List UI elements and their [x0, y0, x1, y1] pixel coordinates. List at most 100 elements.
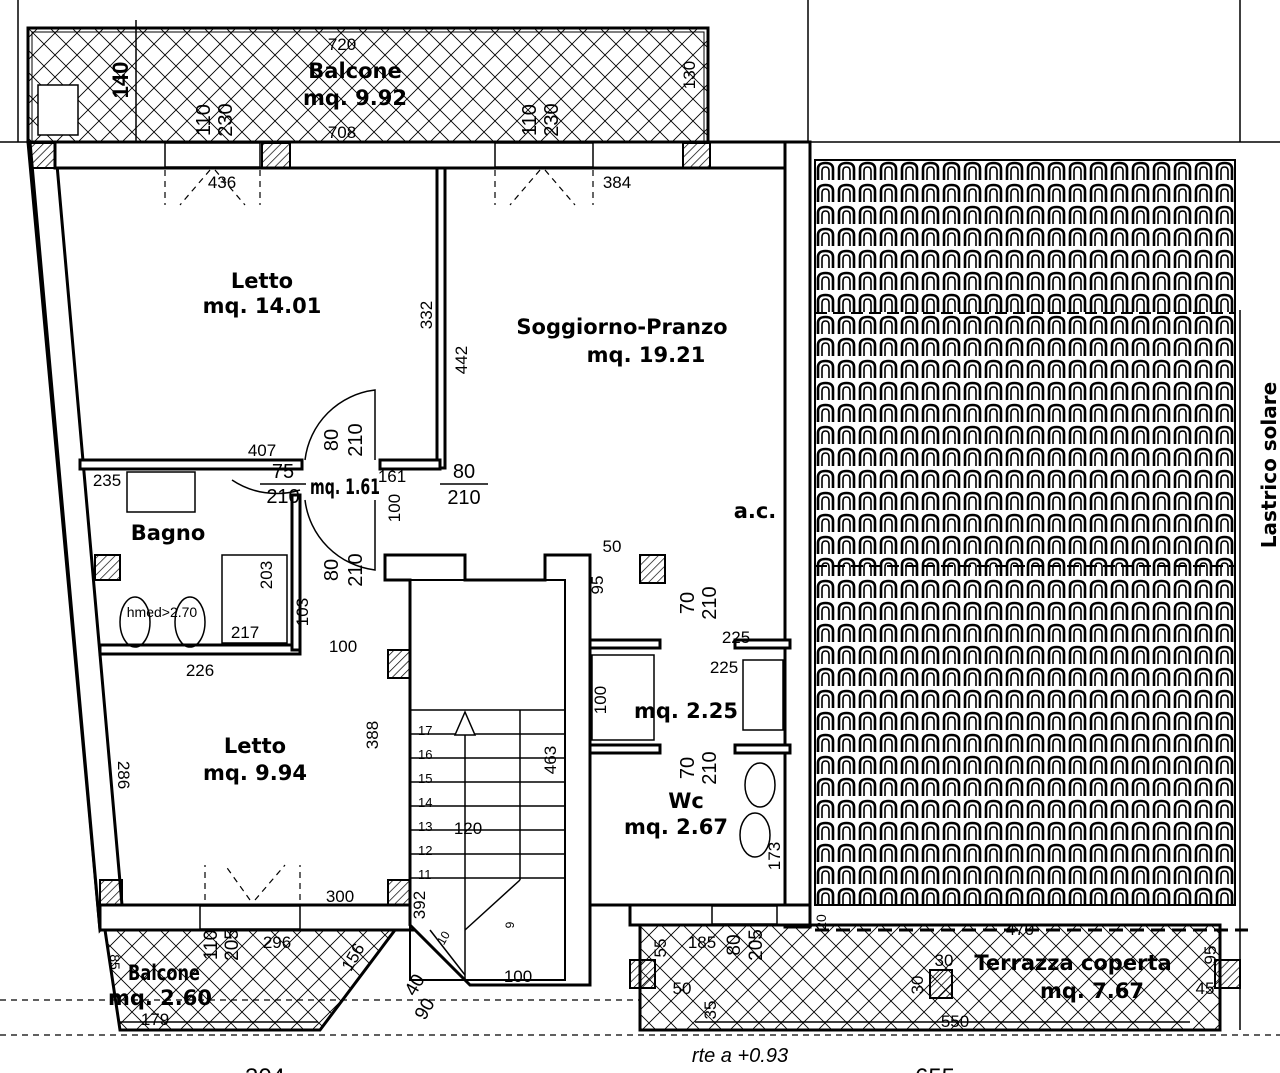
window-height: 230	[541, 103, 563, 136]
step-number: 10	[434, 928, 453, 947]
dimension: 407	[248, 441, 276, 460]
window-width: 80	[724, 934, 745, 955]
dimension: 35	[701, 1001, 720, 1020]
toilet-icon	[119, 596, 151, 648]
bidet-wc-icon	[744, 762, 776, 808]
step-number: 15	[418, 771, 432, 786]
fixtures	[119, 169, 784, 901]
dimension: 179	[141, 1010, 169, 1029]
dimension: 708	[328, 123, 356, 142]
dimension: 85	[107, 954, 123, 970]
dimension: 226	[186, 661, 214, 680]
shower-icon	[221, 554, 288, 644]
room-area: mq. 2.25	[634, 699, 738, 723]
dimension: 296	[263, 933, 291, 952]
dimension: 550	[941, 1012, 969, 1031]
dimension: 185	[688, 933, 716, 952]
room-area: mq. 2.67	[624, 815, 728, 839]
step-number: 17	[418, 723, 432, 738]
step-number: 12	[418, 843, 432, 858]
room-name: Letto	[224, 734, 286, 758]
dimension: 436	[208, 173, 236, 192]
dimension: 225	[710, 658, 738, 677]
dimension: 50	[603, 537, 622, 556]
room-area: mq. 9.92	[303, 86, 407, 110]
window-width: 110	[519, 104, 541, 136]
window-height: 205	[222, 929, 243, 961]
dimension: 161	[378, 467, 406, 486]
dimension: 470	[1006, 920, 1034, 939]
room-name: Bagno	[131, 521, 206, 545]
dimension: 655	[915, 1064, 955, 1073]
balcone-top	[26, 20, 710, 158]
labels: Balcone mq. 9.92 720 708 140 130 110 230…	[93, 35, 1280, 1073]
lastrico-solare-roof	[814, 159, 1236, 906]
room-area: mq. 19.21	[587, 343, 706, 367]
step-number: 9	[503, 921, 517, 928]
room-area: mq. 1.61	[310, 475, 380, 499]
sink-wc-icon	[742, 659, 784, 731]
door-width: 70	[677, 592, 699, 614]
room-area: mq. 9.94	[203, 761, 307, 785]
room-name: Soggiorno-Pranzo	[516, 315, 727, 339]
boiler-unit	[37, 84, 79, 136]
dimension: 50	[673, 979, 692, 998]
dimension: 140	[108, 62, 133, 99]
dimension: 103	[293, 598, 312, 626]
dimension: 286	[114, 761, 133, 789]
dimension: 203	[257, 561, 276, 589]
dimension: 100	[591, 686, 610, 714]
dimension: 463	[541, 746, 560, 774]
dimension: 225	[722, 628, 750, 647]
door-width: 80	[453, 461, 475, 483]
dimension: 392	[410, 891, 429, 919]
door-height: 210	[699, 751, 721, 784]
window-height: 230	[215, 103, 237, 136]
room-area: mq. 14.01	[203, 294, 322, 318]
dimension: 442	[452, 346, 471, 374]
up-arrow-icon	[453, 710, 477, 736]
dimension: 388	[363, 721, 382, 749]
dimension: 384	[603, 173, 631, 192]
dimension: 300	[326, 887, 354, 906]
door-width: 80	[321, 559, 343, 581]
elevation-note: rte a +0.93	[692, 1045, 788, 1067]
step-number: 11	[418, 867, 432, 882]
room-area: mq. 7.67	[1040, 979, 1144, 1003]
dimension: 55	[651, 939, 670, 958]
dimension: 90	[411, 995, 440, 1024]
walls	[26, 140, 1241, 989]
toilet-wc-icon	[739, 812, 771, 858]
room-area: mq. 2.60	[108, 986, 212, 1010]
dimension: 20	[813, 914, 829, 930]
dimension: 304	[245, 1064, 285, 1073]
terrazza-coperta	[638, 923, 1248, 1032]
door-height: 210	[345, 423, 367, 456]
dimension: 45	[1196, 979, 1215, 998]
window-width: 110	[201, 930, 222, 960]
door-height: 210	[266, 486, 299, 508]
dimension: 95	[588, 576, 607, 595]
dimension: 100	[504, 967, 532, 986]
step-number: 14	[418, 795, 432, 810]
staircase	[383, 553, 592, 987]
window-height: 205	[746, 929, 767, 961]
height-note: hmed>2.70	[127, 604, 198, 620]
room-name: Balcone	[308, 59, 401, 83]
dimension: 100	[385, 494, 404, 522]
room-name: Balcone	[128, 961, 200, 985]
step-number: 16	[418, 747, 432, 762]
dimension: 100	[329, 637, 357, 656]
dimension: 95	[1201, 946, 1220, 965]
bidet-icon	[174, 596, 206, 648]
dimension: 173	[765, 842, 784, 870]
window-width: 110	[193, 104, 215, 136]
room-name: Letto	[231, 269, 293, 293]
room-name: Terrazza coperta	[974, 951, 1171, 975]
dimension: 30	[908, 976, 927, 995]
door-height: 210	[699, 586, 721, 619]
dimension: 130	[680, 61, 699, 89]
door-width: 80	[321, 429, 343, 451]
door-height: 210	[345, 553, 367, 586]
